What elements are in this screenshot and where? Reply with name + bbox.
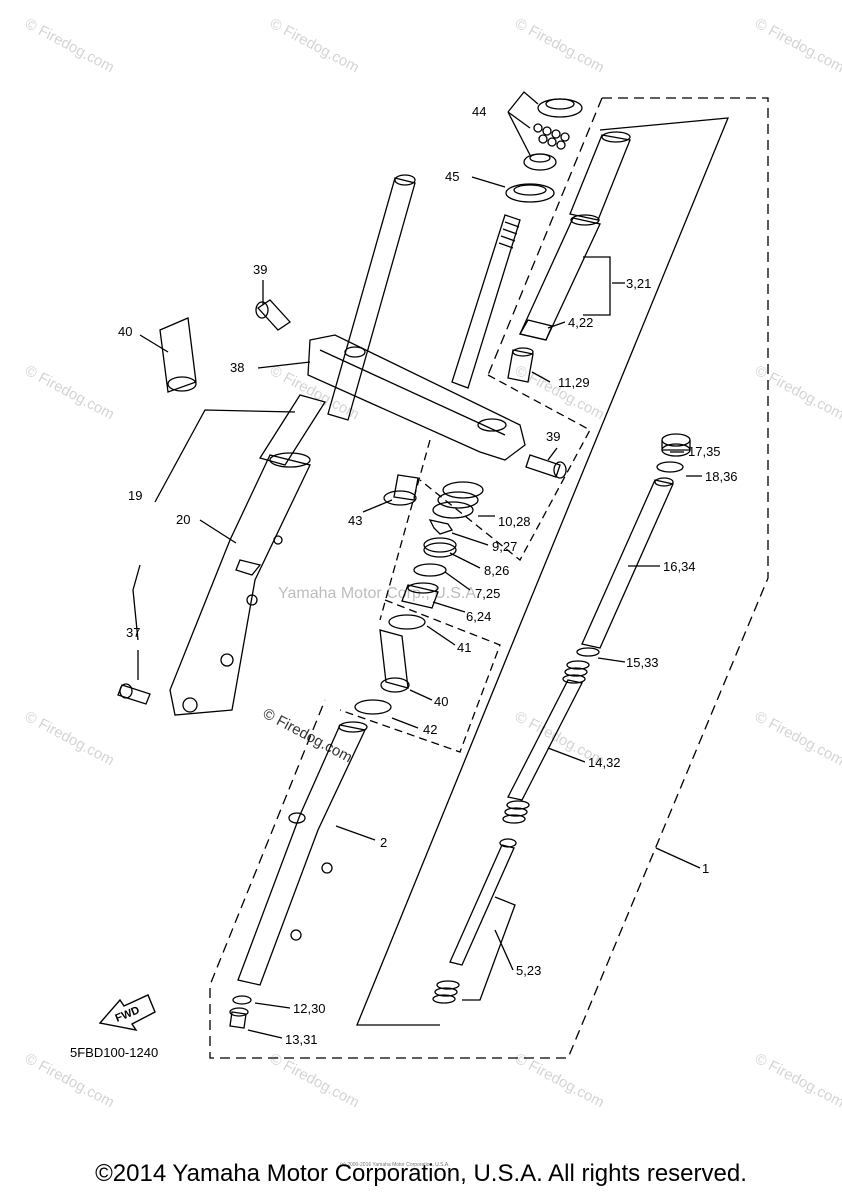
callout-18-36: 18,36 <box>705 469 738 484</box>
callout-40: 40 <box>434 694 448 709</box>
callout-7-25: 7,25 <box>475 586 500 601</box>
callout-17-35: 17,35 <box>688 444 721 459</box>
seal-group-boundary <box>339 599 501 753</box>
callout-20: 20 <box>176 512 190 527</box>
bracket-group-boundary <box>419 374 591 561</box>
assembly-boundary <box>487 97 603 376</box>
seal-group-boundary <box>379 439 431 621</box>
callout-44: 44 <box>472 104 486 119</box>
callout-14-32: 14,32 <box>588 755 621 770</box>
callout-9-27: 9,27 <box>492 539 517 554</box>
callout-40: 40 <box>118 324 132 339</box>
copyright-footer: ©2014 Yamaha Motor Corporation, U.S.A. A… <box>95 1160 747 1187</box>
forward-arrow-icon: FWD <box>98 994 156 1032</box>
inner-tube-boundary <box>356 117 730 1026</box>
callout-6-24: 6,24 <box>466 609 491 624</box>
callout-42: 42 <box>423 722 437 737</box>
callout-4-22: 4,22 <box>568 315 593 330</box>
callout-45: 45 <box>445 169 459 184</box>
callout-43: 43 <box>348 513 362 528</box>
callout-15-33: 15,33 <box>626 655 659 670</box>
callout-12-30: 12,30 <box>293 1001 326 1016</box>
callout-11-29: 11,29 <box>558 375 590 390</box>
callout-37: 37 <box>126 625 140 640</box>
assembly-boundary <box>209 97 769 1059</box>
callout-39: 39 <box>253 262 267 277</box>
callout-13-31: 13,31 <box>285 1032 318 1047</box>
callout-39: 39 <box>546 429 560 444</box>
diagram-code: 5FBD100-1240 <box>70 1045 159 1060</box>
callout-2: 2 <box>380 835 387 850</box>
callout-38: 38 <box>230 360 244 375</box>
fine-print: (c) 2000-2016 Yamaha Motor Corporation, … <box>340 1162 450 1168</box>
callout-8-26: 8,26 <box>484 563 509 578</box>
callout-16-34: 16,34 <box>663 559 696 574</box>
center-watermark: Yamaha Motor Corp., U.S.A. <box>278 585 481 602</box>
callout-10-28: 10,28 <box>498 514 531 529</box>
callout-1: 1 <box>702 861 709 876</box>
callout-3-21: 3,21 <box>626 276 651 291</box>
callout-19: 19 <box>128 488 142 503</box>
callout-41: 41 <box>457 640 471 655</box>
callout-5-23: 5,23 <box>516 963 541 978</box>
